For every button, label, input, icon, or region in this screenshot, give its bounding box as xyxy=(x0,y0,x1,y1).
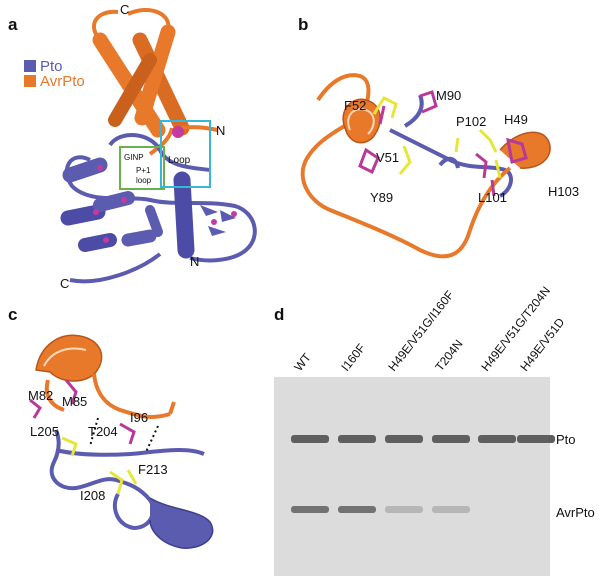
loop-label: Loop xyxy=(168,155,191,166)
panel-label-a: a xyxy=(8,15,18,34)
pto-c-terminus: C xyxy=(60,276,69,291)
residue-m85: M85 xyxy=(62,394,87,409)
pto-band xyxy=(478,435,516,443)
residue-l205: L205 xyxy=(30,424,59,439)
residue-m90: M90 xyxy=(436,88,461,103)
residue-h103: H103 xyxy=(548,184,579,199)
residue-t204: T204 xyxy=(88,424,118,439)
highlight-boxes: GINP P+1 loop Loop xyxy=(119,120,211,190)
avrpto-n-terminus: N xyxy=(216,123,225,138)
panel-label-d: d xyxy=(274,305,284,324)
pto-band xyxy=(517,435,555,443)
avrpto-band xyxy=(432,506,470,513)
gel-image xyxy=(274,377,550,576)
ginp-p1loop-box xyxy=(119,146,165,190)
pto-n-terminus: N xyxy=(190,254,199,269)
ginp-label: GINP xyxy=(124,153,144,162)
avrpto-structure: C N xyxy=(92,2,225,156)
lane-label: I160F xyxy=(338,341,368,374)
residue-f213: F213 xyxy=(138,462,168,477)
panel-c-structure xyxy=(29,334,214,549)
loop-box xyxy=(160,120,211,188)
panel-b: b F52 M90 P102 H49 V51 Y8 xyxy=(298,15,579,259)
lane-label: T204N xyxy=(432,337,465,374)
pto-band xyxy=(338,435,376,443)
p1-loop-label-top: P+1 xyxy=(136,166,151,175)
residue-i96: I96 xyxy=(130,410,148,425)
residue-i208: I208 xyxy=(80,488,105,503)
residue-y89: Y89 xyxy=(370,190,393,205)
pto-structure: C N xyxy=(60,132,257,291)
residue-l101: L101 xyxy=(478,190,507,205)
residue-m82: M82 xyxy=(28,388,53,403)
panel-a: a Pto AvrPto C N xyxy=(8,2,257,291)
lane-label: WT xyxy=(291,350,314,374)
pto-band xyxy=(432,435,470,443)
legend-label-avrpto: AvrPto xyxy=(40,73,85,90)
legend-label-pto: Pto xyxy=(40,58,63,75)
pto-band xyxy=(385,435,423,443)
residue-f52: F52 xyxy=(344,98,366,113)
panel-b-structure xyxy=(300,73,551,259)
lane-label: H49E/V51G/T204N xyxy=(478,284,553,374)
residue-v51: V51 xyxy=(376,150,399,165)
avrpto-band xyxy=(385,506,423,513)
legend: Pto AvrPto xyxy=(24,58,85,90)
band-label-avrpto: AvrPto xyxy=(556,505,595,520)
avrpto-band xyxy=(338,506,376,513)
panel-label-b: b xyxy=(298,15,308,34)
avrpto-c-terminus: C xyxy=(120,2,129,17)
legend-swatch-pto xyxy=(24,60,36,72)
legend-swatch-avrpto xyxy=(24,75,36,87)
residue-h49: H49 xyxy=(504,112,528,127)
avrpto-band xyxy=(291,506,329,513)
panel-label-c: c xyxy=(8,305,17,324)
residue-p102: P102 xyxy=(456,114,486,129)
avrpto-bands xyxy=(291,506,470,513)
pto-bands xyxy=(291,435,555,443)
p1-loop-label-bottom: loop xyxy=(136,176,152,185)
pto-band xyxy=(291,435,329,443)
panel-c: c M82 M85 I96 L205 T204 I208 F213 xyxy=(8,305,214,549)
band-label-pto: Pto xyxy=(556,432,576,447)
